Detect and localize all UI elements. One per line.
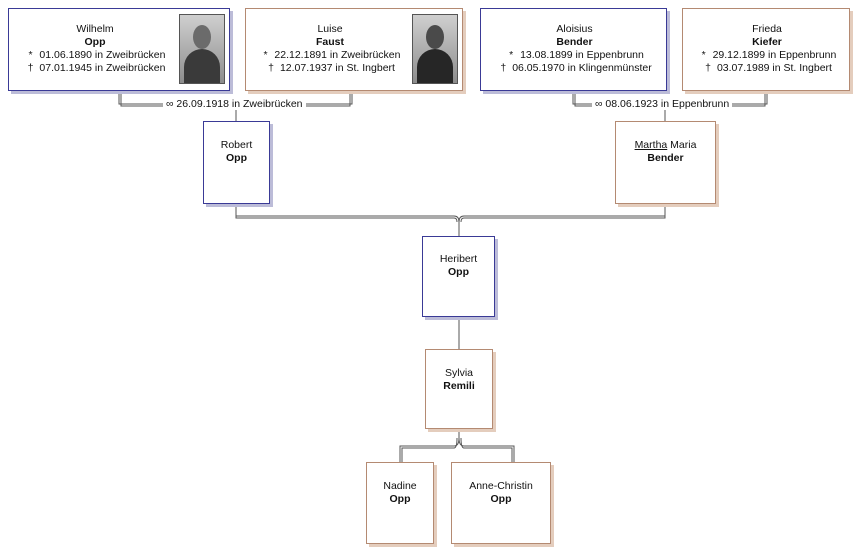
- given-name: Anne-Christin: [469, 480, 533, 492]
- surname: Opp: [490, 493, 512, 505]
- birth-symbol: *: [701, 49, 706, 61]
- surname: Opp: [84, 36, 106, 48]
- person-card-martha-bender[interactable]: Martha Maria Bender: [615, 121, 716, 204]
- birth-line: * 22.12.1891 in Zweibrücken: [246, 49, 414, 62]
- surname: Bender: [556, 36, 593, 48]
- surname: Bender: [647, 152, 684, 164]
- death-line: † 07.01.1945 in Zweibrücken: [9, 62, 181, 75]
- death-symbol: †: [500, 62, 507, 74]
- person-card-robert-opp[interactable]: Robert Opp: [203, 121, 270, 204]
- given-name: Nadine: [383, 480, 417, 492]
- birth-line: * 01.06.1890 in Zweibrücken: [9, 49, 181, 62]
- person-card-nadine-opp[interactable]: Nadine Opp: [366, 462, 434, 544]
- given-name: Sylvia: [444, 367, 473, 379]
- given-name: Frieda: [752, 23, 782, 35]
- death-line: † 03.07.1989 in St. Ingbert: [683, 62, 851, 75]
- given-name: Wilhelm: [76, 23, 114, 35]
- person-card-frieda-kiefer[interactable]: Frieda Kiefer * 29.12.1899 in Eppenbrunn…: [682, 8, 850, 91]
- person-card-aloisius-bender[interactable]: Aloisius Bender * 13.08.1899 in Eppenbru…: [480, 8, 667, 91]
- marriage-symbol: ∞: [595, 98, 603, 110]
- death-symbol: †: [268, 62, 274, 74]
- birth-symbol: *: [509, 49, 514, 61]
- person-card-anne-christin-opp[interactable]: Anne-Christin Opp: [451, 462, 551, 544]
- surname: Kiefer: [752, 36, 782, 48]
- call-name: Martha: [634, 139, 668, 151]
- given-name: Heribert: [439, 253, 478, 265]
- person-card-luise-faust[interactable]: Luise Faust * 22.12.1891 in Zweibrücken …: [245, 8, 463, 91]
- marriage-label-opp-faust: ∞ 26.09.1918 in Zweibrücken: [163, 98, 306, 110]
- death-line: † 06.05.1970 in Klingenmünster: [481, 62, 668, 75]
- marriage-symbol: ∞: [166, 98, 174, 110]
- surname: Remili: [443, 380, 475, 392]
- portrait-photo: [412, 14, 458, 84]
- surname: Faust: [315, 36, 344, 48]
- given-name: Robert: [220, 139, 253, 151]
- death-line: † 12.07.1937 in St. Ingbert: [246, 62, 414, 75]
- surname: Opp: [226, 152, 247, 164]
- portrait-photo: [179, 14, 225, 84]
- person-card-wilhelm-opp[interactable]: Wilhelm Opp * 01.06.1890 in Zweibrücken …: [8, 8, 230, 91]
- birth-line: * 29.12.1899 in Eppenbrunn: [683, 49, 851, 62]
- person-card-heribert-opp[interactable]: Heribert Opp: [422, 236, 495, 317]
- given-name: Aloisius: [556, 23, 593, 35]
- given-name: Martha Maria: [634, 139, 697, 151]
- surname: Opp: [448, 266, 469, 278]
- surname: Opp: [389, 493, 411, 505]
- person-card-sylvia-remili[interactable]: Sylvia Remili: [425, 349, 493, 429]
- birth-line: * 13.08.1899 in Eppenbrunn: [481, 49, 668, 62]
- death-symbol: †: [27, 62, 34, 74]
- given-name: Luise: [317, 23, 343, 35]
- marriage-label-bender-kiefer: ∞ 08.06.1923 in Eppenbrunn: [592, 98, 733, 110]
- birth-symbol: *: [263, 49, 268, 61]
- birth-symbol: *: [28, 49, 33, 61]
- death-symbol: †: [705, 62, 711, 74]
